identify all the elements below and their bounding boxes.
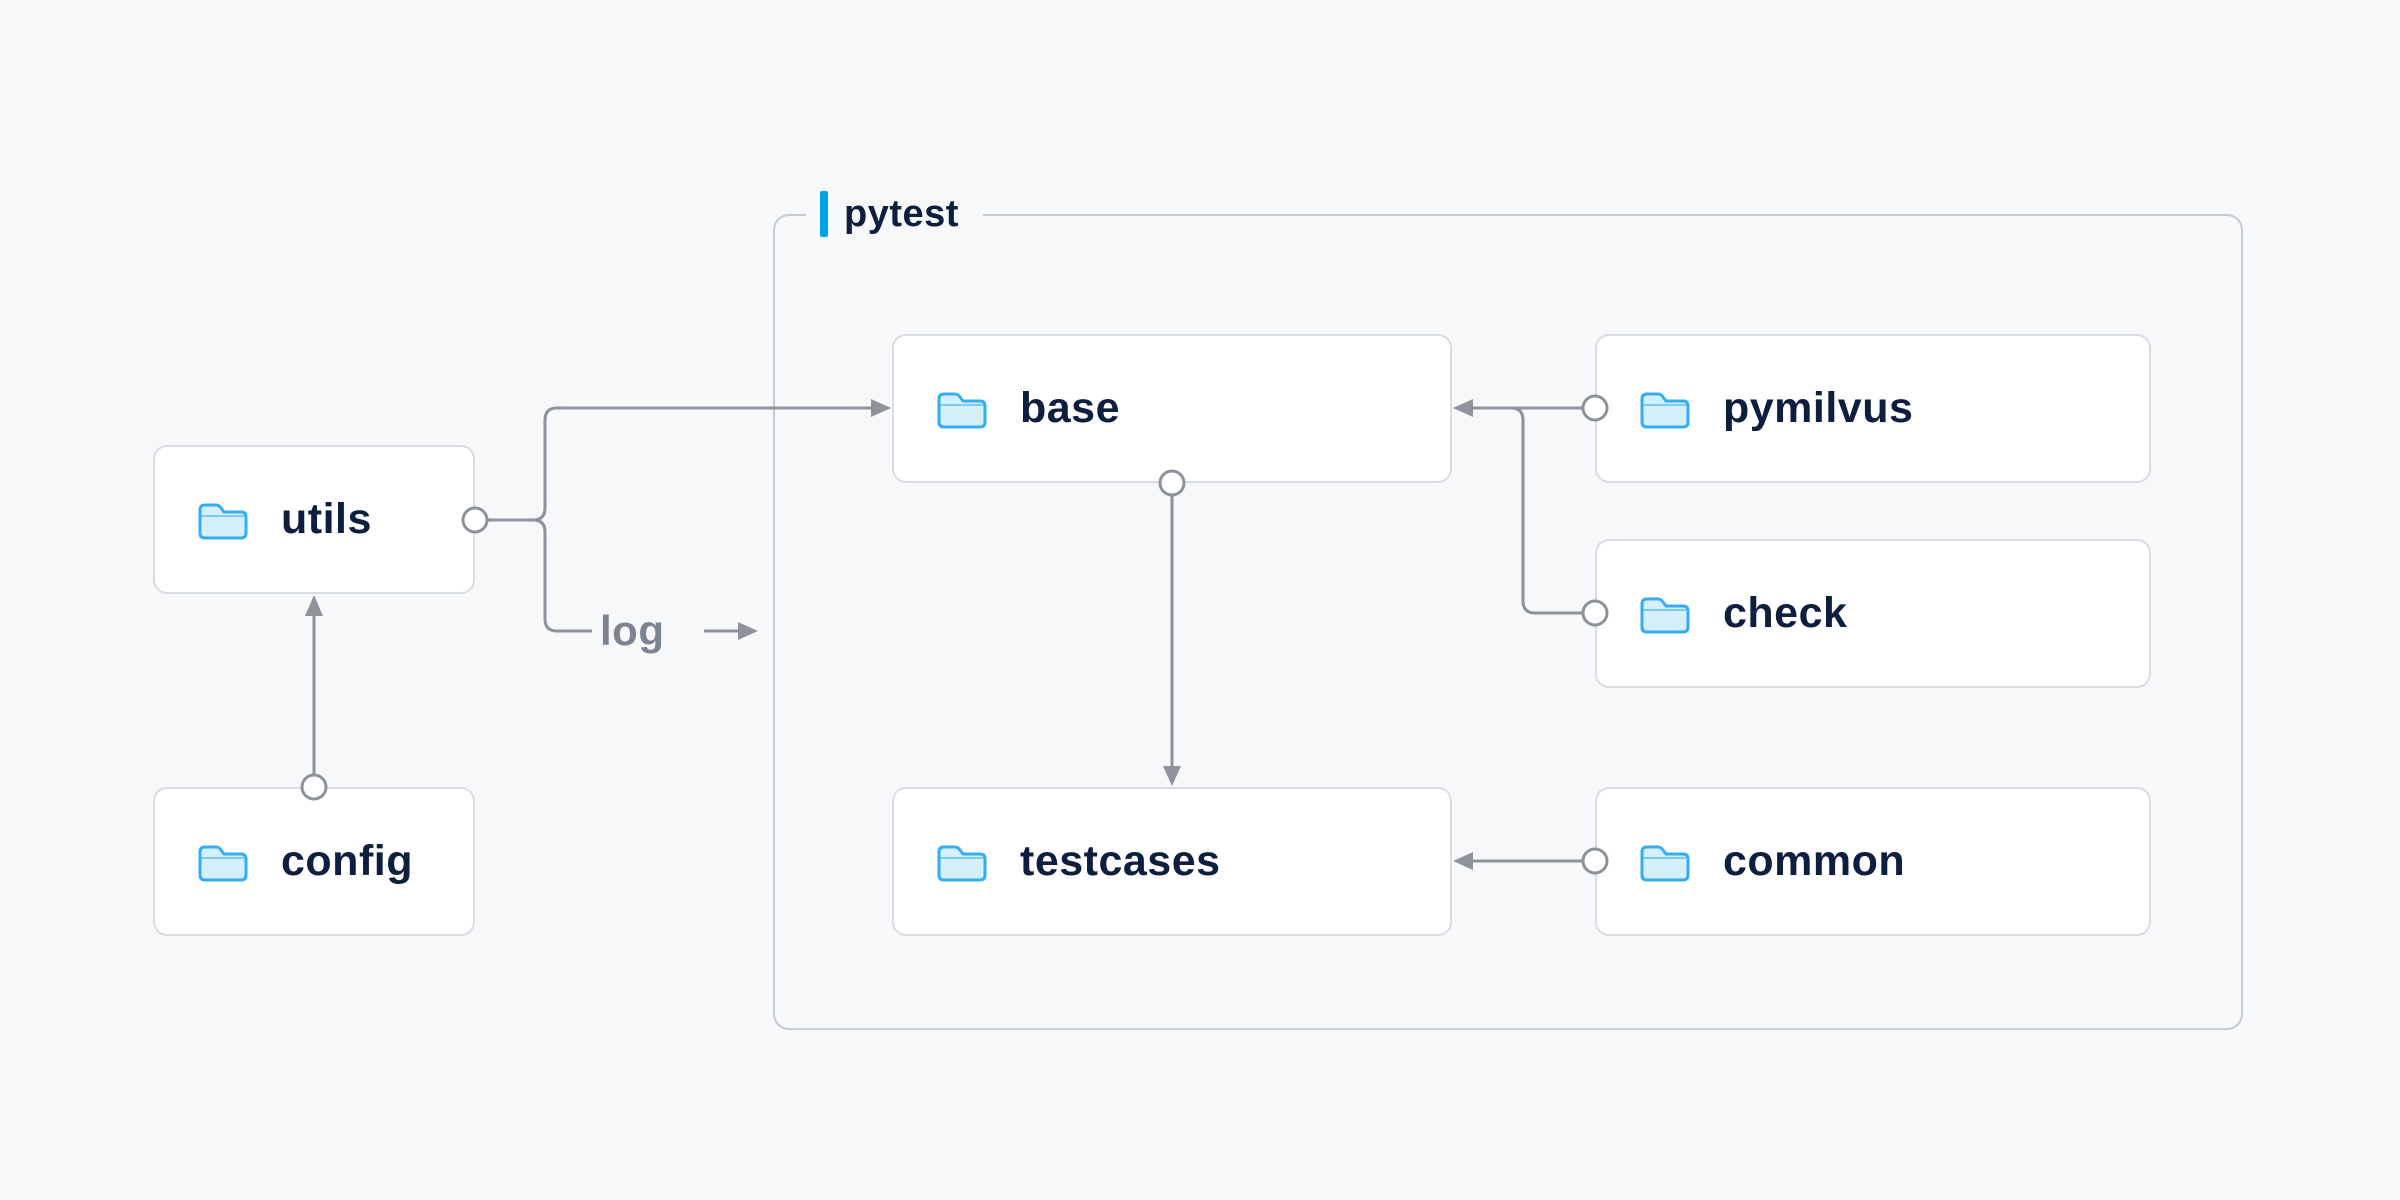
folder-icon bbox=[195, 496, 251, 544]
node-label: utils bbox=[281, 495, 372, 543]
node-label: testcases bbox=[1020, 837, 1221, 885]
node-pymilvus: pymilvus bbox=[1595, 334, 2151, 483]
node-label: common bbox=[1723, 837, 1906, 885]
node-common: common bbox=[1595, 787, 2151, 936]
folder-icon bbox=[195, 838, 251, 886]
node-label: check bbox=[1723, 589, 1848, 637]
node-base: base bbox=[892, 334, 1452, 483]
node-utils: utils bbox=[153, 445, 475, 594]
edge-label-log: log bbox=[600, 607, 665, 654]
node-label: base bbox=[1020, 384, 1121, 432]
folder-icon bbox=[1637, 838, 1693, 886]
group-label-text: pytest bbox=[844, 192, 959, 235]
node-label: config bbox=[281, 837, 413, 885]
arrowhead-right-log bbox=[738, 622, 758, 640]
folder-icon bbox=[1637, 385, 1693, 433]
folder-icon bbox=[934, 838, 990, 886]
node-label: pymilvus bbox=[1723, 384, 1914, 432]
pytest-group-label: pytest bbox=[806, 188, 983, 240]
arrowhead-up-utils bbox=[305, 595, 323, 616]
node-config: config bbox=[153, 787, 475, 936]
folder-icon bbox=[934, 385, 990, 433]
folder-icon bbox=[1637, 590, 1693, 638]
pytest-group-box bbox=[773, 214, 2243, 1030]
node-testcases: testcases bbox=[892, 787, 1452, 936]
node-check: check bbox=[1595, 539, 2151, 688]
accent-bar bbox=[820, 191, 828, 237]
edge-utils-to-log bbox=[487, 518, 592, 633]
